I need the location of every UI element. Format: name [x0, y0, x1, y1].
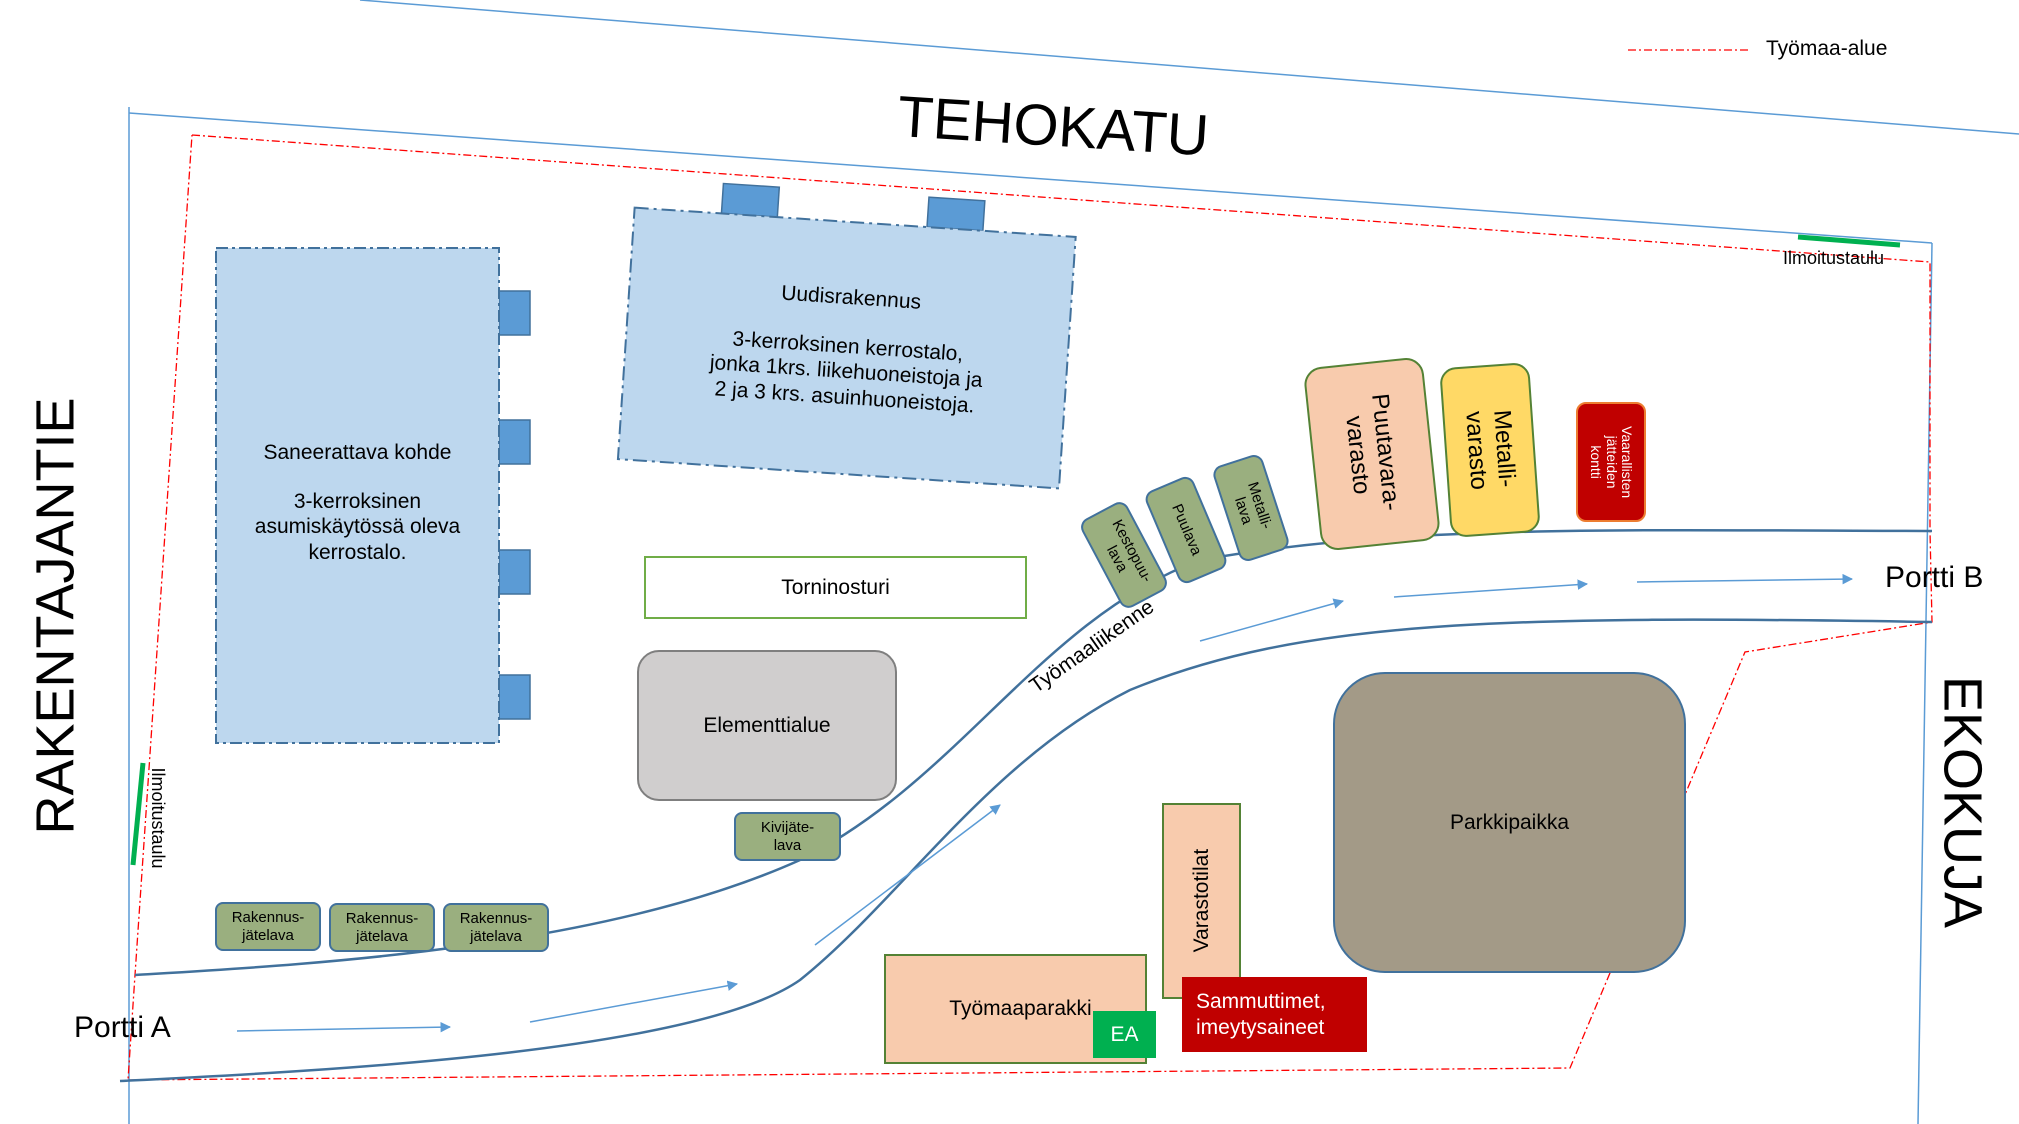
hazardous-waste-container: Vaarallisten jätteiden kontti [1576, 402, 1646, 522]
new-building-label: Uudisrakennus 3-kerroksinen kerrostalo, … [620, 271, 1073, 480]
timber-storage-label: Puutavara- varasto [1341, 392, 1406, 513]
parking-area: Parkkipaikka [1333, 672, 1686, 973]
gate-b-label: Portti B [1885, 561, 1984, 594]
notice-board-west [130, 762, 146, 866]
hazardous-waste-label: Vaarallisten jätteiden kontti [1588, 425, 1636, 499]
street-ekokuja: EKOKUJA [1932, 675, 1993, 929]
extinguishers-absorbents: Sammuttimet, imeytysaineet [1182, 977, 1367, 1052]
tehokatu-north-edge [359, 0, 2019, 135]
metal-pallet-label: Metalli- lava [1230, 479, 1275, 531]
first-aid-station: EA [1093, 1011, 1156, 1058]
timber-storage: Puutavara- varasto [1302, 356, 1442, 552]
arrow [814, 804, 1001, 946]
road-lower-edge [119, 618, 1933, 1083]
construction-waste-pallet: Rakennus- jätelava [443, 903, 549, 952]
new-building-entrance [720, 182, 781, 218]
renovation-building [215, 247, 500, 744]
renovation-building-description: 3-kerroksinen asumiskäytössä oleva kerro… [254, 490, 461, 564]
entrance [498, 290, 531, 336]
storage-facilities: Varastotilat [1162, 803, 1241, 999]
entrance [498, 549, 531, 595]
site-boundary [127, 134, 1933, 1081]
notice-board-west-label: Ilmoitustaulu [147, 767, 168, 869]
tehokatu-south-edge [128, 112, 1933, 244]
metal-storage: Metalli- varasto [1439, 362, 1541, 538]
street-rakentajantie: RAKENTAJANTIE [25, 397, 86, 835]
renovation-building-entrances [498, 290, 531, 720]
ekokuja-edge [1917, 242, 1933, 1124]
renovation-building-label: Saneerattava kohde 3-kerroksinen asumisk… [216, 440, 499, 660]
arrow [1393, 579, 1589, 598]
construction-waste-pallet: Rakennus- jätelava [215, 902, 321, 951]
road-upper-edge [134, 528, 1933, 977]
new-building [616, 206, 1077, 490]
wood-pallet-label: Puulava [1168, 501, 1205, 559]
arrow [1199, 598, 1345, 642]
traffic-arrows [236, 573, 1854, 1033]
tower-crane: Torninosturi [644, 556, 1027, 619]
arrow [236, 1021, 452, 1033]
construction-waste-pallet: Rakennus- jätelava [329, 903, 435, 952]
new-building-description: 3-kerroksinen kerrostalo, jonka 1krs. li… [709, 327, 984, 418]
renovation-building-title: Saneerattava kohde [263, 441, 452, 464]
stone-waste-pallet: Kivijäte- lava [734, 812, 841, 861]
legend-label: Työmaa-alue [1766, 37, 1888, 60]
notice-board-east-label: Ilmoitustaulu [1783, 248, 1885, 268]
gate-a-label: Portti A [74, 1011, 171, 1044]
storage-facilities-label: Varastotilat [1189, 849, 1213, 953]
element-area: Elementtialue [637, 650, 897, 801]
arrow [529, 980, 739, 1023]
arrow [1636, 573, 1854, 585]
entrance [498, 419, 531, 465]
new-building-group [616, 182, 1077, 490]
metal-storage-label: Metalli- varasto [1460, 409, 1521, 492]
entrance [498, 674, 531, 720]
new-building-entrance [926, 196, 986, 232]
notice-board-east [1797, 234, 1901, 248]
